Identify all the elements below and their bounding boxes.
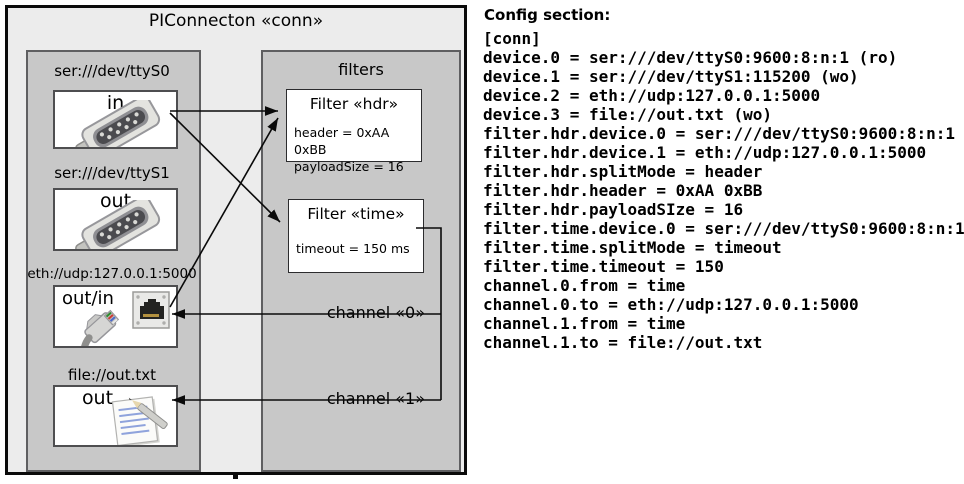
filter-hdr-prop-header: header = 0xAA 0xBB — [294, 125, 390, 157]
device-label-ttys1: ser:///dev/ttyS1 — [54, 164, 170, 182]
filters-panel-title: filters — [338, 60, 384, 79]
channel-0-label: channel «0» — [326, 303, 425, 322]
piconnector-frame: PIConnecton «conn» ser:///dev/ttyS0 in — [5, 5, 467, 475]
port-direction-label: out — [99, 190, 132, 212]
device-box-eth: out/in — [53, 285, 178, 348]
channel-1-label: channel «1» — [326, 389, 425, 408]
config-heading: Config section: — [484, 6, 611, 24]
filters-panel: filters Filter «hdr» header = 0xAA 0xBB … — [261, 50, 461, 472]
device-box-ttys1: out — [53, 188, 178, 251]
filter-hdr-title: Filter «hdr» — [309, 95, 399, 113]
frame-bottom-notch — [233, 472, 238, 479]
filter-hdr-box: Filter «hdr» header = 0xAA 0xBB payloadS… — [286, 89, 422, 174]
device-box-ttys0: in — [53, 90, 178, 149]
frame-title: PIConnecton «conn» — [148, 11, 324, 31]
device-box-file: out — [53, 385, 178, 447]
filter-hdr-prop-payload: payloadSize = 16 — [294, 159, 404, 174]
devices-panel: ser:///dev/ttyS0 in — [26, 50, 201, 472]
port-direction-label: out — [81, 387, 114, 409]
device-label-file: file://out.txt — [68, 366, 156, 384]
port-direction-label: in — [106, 92, 125, 114]
filter-time-title: Filter «time» — [307, 205, 405, 223]
device-label-eth: eth://udp:127.0.0.1:5000 — [27, 266, 197, 282]
filter-time-prop-timeout: timeout = 150 ms — [296, 241, 410, 256]
config-lines: [conn] device.0 = ser:///dev/ttyS0:9600:… — [483, 29, 964, 352]
filter-time-box: Filter «time» timeout = 150 ms — [288, 199, 424, 273]
device-label-ttys0: ser:///dev/ttyS0 — [54, 62, 170, 80]
port-direction-label: out/in — [62, 288, 114, 309]
